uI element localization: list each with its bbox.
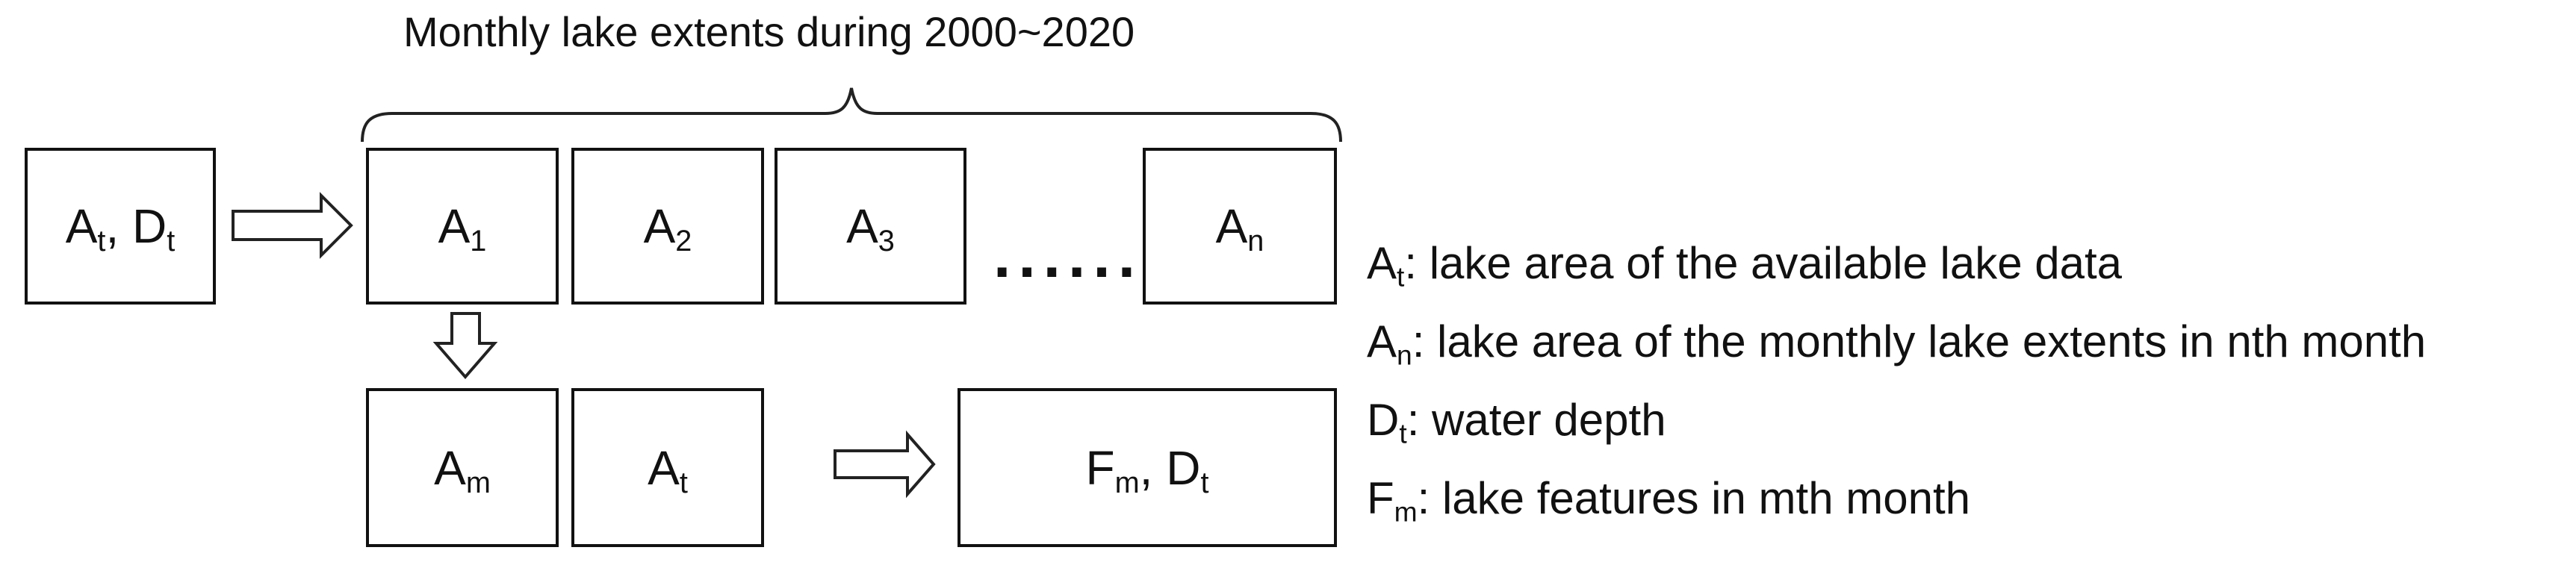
box-a1-label: A1	[438, 199, 487, 258]
box-a3-label: A3	[846, 199, 895, 258]
legend-item-an: An: lake area of the monthly lake extent…	[1367, 316, 2427, 371]
diagram-title: Monthly lake extents during 2000~2020	[403, 8, 1135, 55]
legend-item-dt: Dt: water depth	[1367, 395, 1666, 449]
ellipsis-dots: ......	[993, 220, 1143, 290]
legend-item-fm: Fm: lake features in mth month	[1367, 473, 1971, 528]
arrow-to-output	[834, 430, 936, 499]
box-fm-dt-output: Fm, Dt	[958, 388, 1337, 547]
box-at: At	[571, 388, 764, 547]
box-a1: A1	[366, 148, 559, 305]
curly-brace	[361, 87, 1342, 143]
box-at-dt-input-label: At, Dt	[65, 199, 176, 258]
box-an: An	[1143, 148, 1337, 305]
box-at-label: At	[648, 440, 688, 499]
box-am-label: Am	[434, 440, 491, 499]
box-a3: A3	[775, 148, 966, 305]
arrow-a1-down	[432, 312, 498, 380]
box-fm-dt-output-label: Fm, Dt	[1085, 440, 1209, 499]
box-a2-label: A2	[643, 199, 692, 258]
legend-item-at: At: lake area of the available lake data	[1367, 238, 2123, 293]
box-am: Am	[366, 388, 559, 547]
box-at-dt-input: At, Dt	[25, 148, 216, 305]
arrow-input-to-a1	[232, 192, 353, 259]
box-a2: A2	[571, 148, 764, 305]
box-an-label: An	[1215, 199, 1264, 258]
